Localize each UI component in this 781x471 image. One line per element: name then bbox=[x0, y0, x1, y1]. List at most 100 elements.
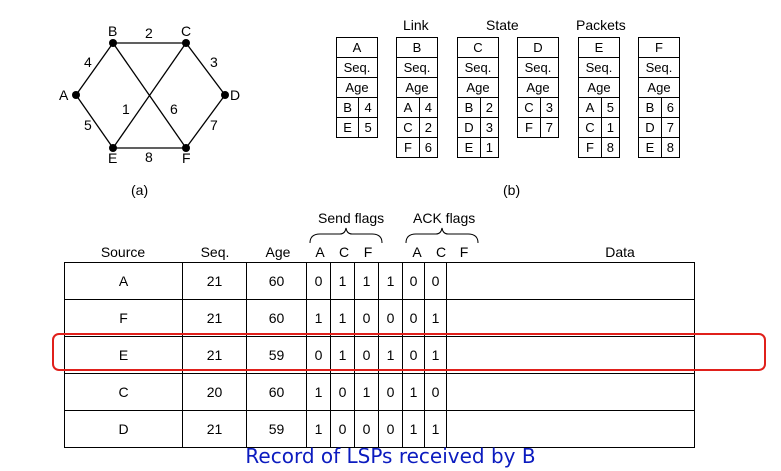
lsp-neighbor: E bbox=[335, 117, 360, 138]
table-row: F 21 60 1 1 0 0 0 1 bbox=[64, 299, 695, 337]
cell-ack-f: 0 bbox=[424, 262, 447, 300]
lsp-cost: 1 bbox=[600, 117, 621, 138]
lsp-seq: Seq. bbox=[396, 57, 438, 78]
lsp-age: Age bbox=[336, 77, 378, 98]
cell-ack-a: 0 bbox=[378, 299, 403, 337]
lsp-cost: 2 bbox=[479, 97, 500, 118]
cell-send-a: 0 bbox=[306, 262, 331, 300]
node-label-c: C bbox=[181, 23, 191, 39]
table-row: C 20 60 1 0 1 0 1 0 bbox=[64, 373, 695, 411]
caption-b: (b) bbox=[503, 182, 521, 198]
lsp-neighbor: B bbox=[638, 97, 662, 118]
cell-age: 59 bbox=[246, 410, 307, 448]
edge-weight-a-e: 5 bbox=[84, 117, 92, 133]
lsp-neighbor: F bbox=[578, 137, 602, 158]
node-f bbox=[182, 144, 190, 152]
col-header-data: Data bbox=[605, 244, 635, 260]
lsp-cost: 2 bbox=[418, 117, 439, 138]
edge-d-f bbox=[185, 94, 226, 149]
cell-ack-a: 1 bbox=[378, 262, 403, 300]
cell-send-c: 1 bbox=[330, 299, 355, 337]
lsp-neighbor: D bbox=[457, 117, 481, 138]
lsp-neighbor: C bbox=[396, 117, 420, 138]
lsp-cost: 1 bbox=[479, 137, 500, 158]
node-d bbox=[221, 91, 229, 99]
edge-c-d bbox=[185, 42, 226, 96]
lsp-neighbor: C bbox=[578, 117, 602, 138]
edge-weight-b-f: 6 bbox=[170, 101, 178, 117]
lsp-cost: 5 bbox=[358, 117, 378, 138]
lsp-neighbor: B bbox=[457, 97, 481, 118]
col-header-send-c: C bbox=[338, 244, 350, 260]
edge-weight-c-d: 3 bbox=[210, 54, 218, 70]
cell-seq: 21 bbox=[182, 410, 247, 448]
lsp-router: C bbox=[457, 37, 499, 58]
cell-ack-c: 0 bbox=[402, 299, 425, 337]
col-header-ack-a: A bbox=[412, 244, 422, 260]
cell-seq: 21 bbox=[182, 336, 247, 374]
lsp-router: F bbox=[638, 37, 680, 58]
cell-seq: 21 bbox=[182, 262, 247, 300]
lsp-cost: 6 bbox=[660, 97, 681, 118]
cell-seq: 21 bbox=[182, 299, 247, 337]
cell-source: F bbox=[64, 299, 183, 337]
col-header-ack-c: C bbox=[435, 244, 447, 260]
lsp-cost: 8 bbox=[600, 137, 621, 158]
lsp-header-state: State bbox=[486, 17, 519, 33]
lsp-neighbor: C bbox=[517, 97, 541, 118]
node-label-d: D bbox=[230, 87, 240, 103]
highlighted-row-outline bbox=[52, 333, 766, 371]
col-header-send-f: F bbox=[363, 244, 373, 260]
cell-ack-a: 0 bbox=[378, 410, 403, 448]
table-row: D 21 59 1 0 0 0 1 1 bbox=[64, 410, 695, 448]
lsp-cost: 4 bbox=[358, 97, 378, 118]
lsp-neighbor: B bbox=[335, 97, 360, 118]
cell-data bbox=[446, 262, 695, 300]
table-row: A 21 60 0 1 1 1 0 0 bbox=[64, 262, 695, 300]
col-header-seq: Seq. bbox=[200, 244, 230, 260]
node-e bbox=[109, 144, 117, 152]
cell-send-c: 0 bbox=[330, 410, 355, 448]
cell-age: 60 bbox=[246, 373, 307, 411]
node-label-e: E bbox=[108, 150, 117, 166]
node-label-a: A bbox=[59, 87, 69, 103]
cell-ack-c: 1 bbox=[402, 410, 425, 448]
cell-ack-c: 1 bbox=[402, 373, 425, 411]
edge-weight-a-b: 4 bbox=[84, 54, 92, 70]
lsp-neighbor: A bbox=[578, 97, 602, 118]
lsp-age: Age bbox=[578, 77, 620, 98]
node-b bbox=[109, 39, 117, 47]
cell-ack-c: 0 bbox=[402, 262, 425, 300]
cell-ack-a: 0 bbox=[378, 373, 403, 411]
cell-age: 60 bbox=[246, 262, 307, 300]
lsp-router: A bbox=[336, 37, 378, 58]
cell-ack-f: 0 bbox=[424, 373, 447, 411]
lsp-router: D bbox=[517, 37, 559, 58]
edge-a-e bbox=[75, 94, 114, 149]
lsp-age: Age bbox=[638, 77, 680, 98]
lsp-neighbor: F bbox=[517, 117, 541, 138]
lsp-cost: 3 bbox=[539, 97, 560, 118]
lsp-cost: 3 bbox=[479, 117, 500, 138]
lsp-neighbor: D bbox=[638, 117, 662, 138]
edge-weight-e-f: 8 bbox=[145, 149, 153, 165]
cell-ack-f: 1 bbox=[424, 299, 447, 337]
col-header-source: Source bbox=[100, 244, 146, 260]
cell-send-a: 1 bbox=[306, 299, 331, 337]
lsp-neighbor: F bbox=[396, 137, 420, 158]
ack-flags-brace bbox=[405, 227, 479, 244]
send-flags-brace bbox=[309, 227, 383, 244]
lsp-age: Age bbox=[457, 77, 499, 98]
lsp-neighbor: A bbox=[396, 97, 420, 118]
network-graph: B C A D E F 4 2 3 7 8 5 6 1 bbox=[59, 23, 240, 166]
cell-source: D bbox=[64, 410, 183, 448]
cell-send-c: 1 bbox=[330, 336, 355, 374]
col-header-age: Age bbox=[265, 244, 291, 260]
lsp-age: Age bbox=[517, 77, 559, 98]
